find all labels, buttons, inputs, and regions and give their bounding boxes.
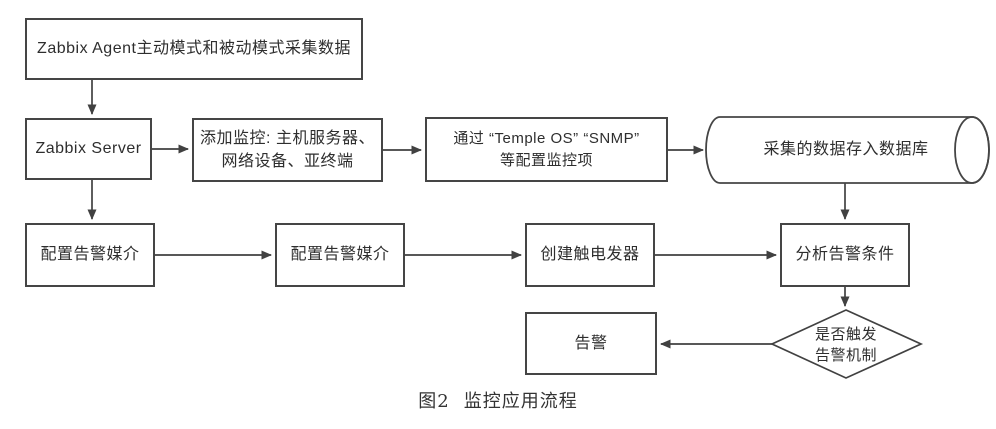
node-create-trigger: 创建触电发器 <box>525 223 655 287</box>
database-cylinder-shape <box>705 116 990 184</box>
decision-diamond-label: 是否触发 告警机制 <box>814 326 877 364</box>
node-zabbix-server: Zabbix Server <box>25 118 152 180</box>
node-alert-media-2: 配置告警媒介 <box>275 223 405 287</box>
node-zabbix-agent: Zabbix Agent主动模式和被动模式采集数据 <box>25 18 363 80</box>
node-alert-media-1: 配置告警媒介 <box>25 223 155 287</box>
node-analyze-conditions: 分析告警条件 <box>780 223 910 287</box>
figure-caption: 图2 监控应用流程 <box>0 387 996 413</box>
node-add-monitoring: 添加监控: 主机服务器、 网络设备、亚终端 <box>192 118 383 182</box>
node-configure-items: 通过 “Temple OS” “SNMP” 等配置监控项 <box>425 117 668 182</box>
decision-diamond-shape <box>769 309 924 379</box>
database-cylinder-label: 采集的数据存入数据库 <box>763 141 929 159</box>
node-alert: 告警 <box>525 312 657 375</box>
figure-caption-title: 监控应用流程 <box>463 391 578 412</box>
figure-caption-number: 图2 <box>418 391 450 412</box>
